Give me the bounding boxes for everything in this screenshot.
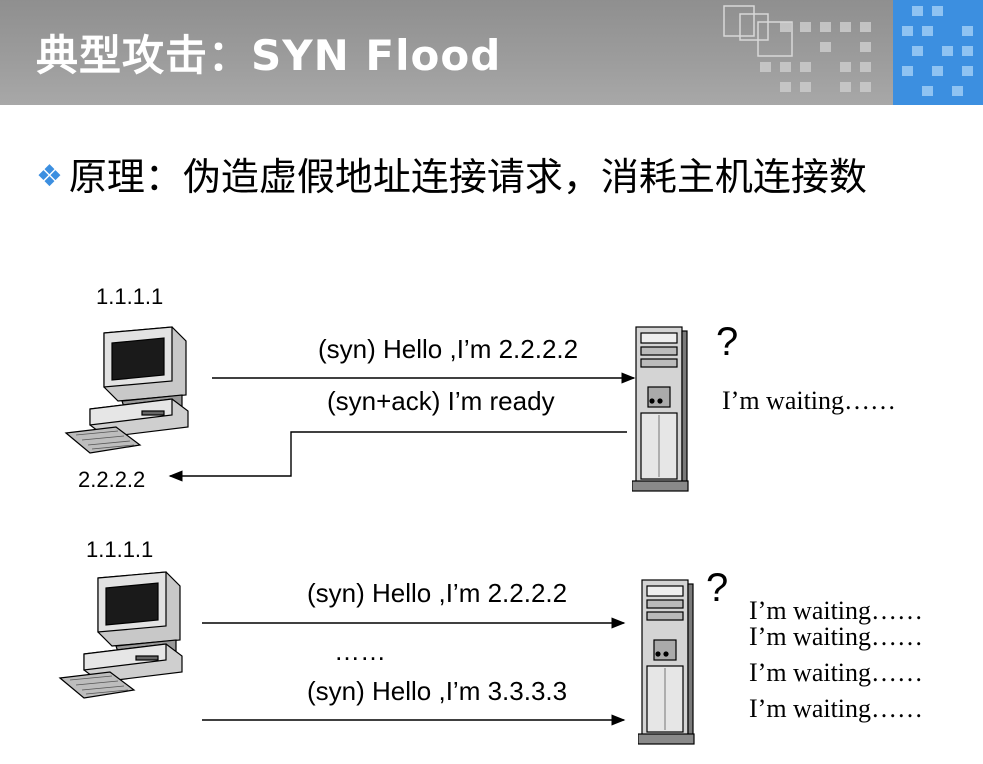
syn-message: (syn) Hello ,I’m 2.2.2.2 (307, 578, 568, 608)
waiting-status: I’m waiting…… (749, 694, 924, 723)
principle-text: 原理：伪造虚假地址连接请求，消耗主机连接数 (68, 155, 867, 199)
question-mark: ? (706, 566, 729, 610)
title-bar: 典型攻击：SYN Flood (0, 0, 983, 105)
synack-arrow (168, 431, 627, 482)
desktop-computer-icon (64, 326, 189, 454)
waiting-status: I’m waiting…… (749, 658, 924, 687)
decorative-tiles (723, 5, 973, 96)
desktop-computer-icon (58, 571, 183, 699)
waiting-status: I’m waiting…… (749, 622, 924, 651)
slide-title: 典型攻击：SYN Flood (36, 31, 502, 80)
diamond-bullet-icon: ❖ (36, 159, 63, 194)
syn-message: (syn) Hello ,I’m 2.2.2.2 (318, 334, 579, 364)
client-ip-label: 1.1.1.1 (96, 284, 164, 309)
server-tower-icon (632, 326, 689, 492)
server-tower-icon (638, 579, 695, 745)
synack-message: (syn+ack) I’m ready (327, 386, 555, 416)
client-ip-label: 1.1.1.1 (86, 537, 154, 562)
syn-message: (syn) Hello ,I’m 3.3.3.3 (307, 676, 568, 706)
ellipsis-label: …… (334, 636, 386, 666)
principle-bullet: ❖原理：伪造虚假地址连接请求，消耗主机连接数 (36, 146, 867, 201)
waiting-status: I’m waiting…… (749, 596, 924, 625)
spoofed-ip-label: 2.2.2.2 (78, 467, 146, 492)
waiting-status: I’m waiting…… (722, 386, 897, 415)
question-mark: ? (716, 320, 739, 364)
